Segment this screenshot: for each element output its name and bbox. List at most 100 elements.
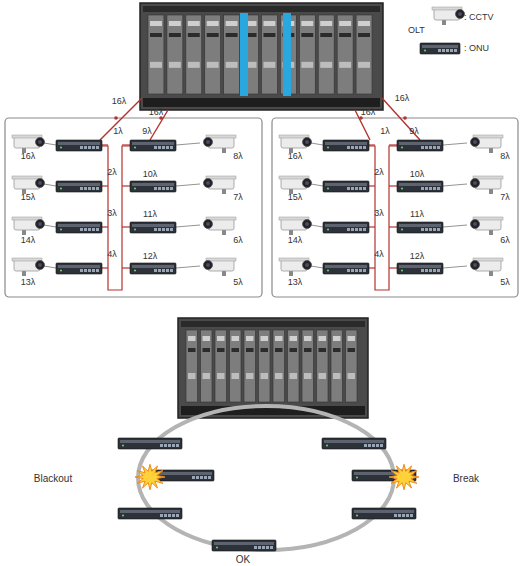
onu-face: [324, 440, 384, 443]
onu-port: [429, 269, 432, 272]
onu-port: [170, 146, 173, 149]
wavelength-label: 9λ: [142, 127, 152, 136]
wavelength-label: 11λ: [143, 210, 157, 219]
onu-device: [322, 438, 386, 449]
camera-lens-glass: [473, 140, 477, 144]
line-card: [259, 330, 271, 402]
onu-port: [154, 269, 157, 272]
wavelength-label: 7λ: [500, 193, 510, 202]
wavelength-label: 11λ: [410, 210, 424, 219]
cctv-camera: [471, 176, 504, 194]
card-port: [275, 336, 283, 341]
wavelength-label: 16λ: [288, 152, 303, 161]
card-port: [304, 336, 312, 341]
camera-lens-glass: [473, 222, 477, 226]
onu-face: [399, 142, 441, 145]
fiber-link: [389, 226, 397, 227]
onu-port: [355, 269, 358, 272]
onu-port: [162, 228, 165, 231]
card-port: [246, 336, 254, 341]
onu-port: [433, 187, 436, 190]
camera-lens-glass: [305, 263, 309, 267]
onu-port: [164, 514, 167, 517]
camera-lens-glass: [305, 181, 309, 185]
wavelength-label: 15λ: [288, 193, 303, 202]
line-card: [331, 330, 343, 402]
card-port: [226, 33, 238, 37]
fiber-node-dot: [403, 116, 407, 120]
legend-text: : CCTV: [464, 13, 494, 22]
onu-port: [446, 49, 449, 52]
onu-device: [397, 263, 443, 274]
onu-face: [58, 224, 100, 227]
onu-face: [325, 224, 367, 227]
card-port: [203, 348, 211, 352]
fiber-link: [122, 185, 130, 186]
line-card: [288, 330, 300, 402]
camera-hood: [473, 176, 503, 179]
camera-lens: [471, 220, 480, 229]
camera-hood: [12, 135, 42, 138]
onu-port: [96, 228, 99, 231]
onu-led: [122, 515, 124, 517]
onu-face: [399, 183, 441, 186]
onu-port: [421, 146, 424, 149]
onu-led: [60, 147, 62, 149]
camera-lens-glass: [38, 140, 42, 144]
status-label: OK: [236, 555, 250, 565]
card-port: [264, 33, 276, 37]
line-card: [186, 15, 202, 94]
card-port: [290, 373, 298, 379]
group-frame: [5, 118, 262, 297]
onu-led: [356, 477, 358, 479]
line-card: [337, 15, 353, 94]
onu-port: [162, 269, 165, 272]
line-card: [317, 330, 329, 402]
card-port: [169, 33, 181, 37]
card-port: [246, 373, 254, 379]
onu-port: [88, 269, 91, 272]
onu-led: [327, 147, 329, 149]
onu-port: [172, 444, 175, 447]
onu-port: [160, 444, 163, 447]
card-port: [261, 348, 269, 352]
onu-port: [166, 228, 169, 231]
onu-port: [158, 228, 161, 231]
camera-lens-glass: [38, 222, 42, 226]
card-port: [358, 33, 370, 37]
onu-device: [323, 263, 369, 274]
onu-port: [166, 187, 169, 190]
cctv-camera: [279, 135, 312, 153]
onu-port: [208, 476, 211, 479]
cctv-camera: [12, 258, 45, 276]
onu-port: [172, 514, 175, 517]
line-card: [186, 330, 198, 402]
card-port: [333, 348, 341, 352]
onu-port: [347, 146, 350, 149]
onu-led: [401, 147, 403, 149]
onu-port: [363, 228, 366, 231]
card-port: [304, 348, 312, 352]
camera-lens-glass: [206, 263, 210, 267]
card-port: [358, 21, 370, 26]
onu-face: [132, 265, 174, 268]
chassis-top-strip: [181, 321, 365, 327]
camera-lens: [303, 138, 312, 147]
card-port: [188, 336, 196, 341]
onu-port: [433, 228, 436, 231]
camera-cable: [176, 143, 200, 145]
onu-face: [214, 542, 274, 545]
onu-port: [92, 187, 95, 190]
camera-lens: [36, 220, 45, 229]
fiber-link: [122, 144, 130, 145]
camera-lens-glass: [305, 140, 309, 144]
onu-led: [134, 188, 136, 190]
highlight-card: [283, 13, 291, 96]
node-label: OLT: [408, 26, 425, 35]
onu-led: [327, 270, 329, 272]
card-port: [188, 33, 200, 37]
onu-face: [58, 142, 100, 145]
card-port: [232, 373, 240, 379]
onu-port: [158, 146, 161, 149]
